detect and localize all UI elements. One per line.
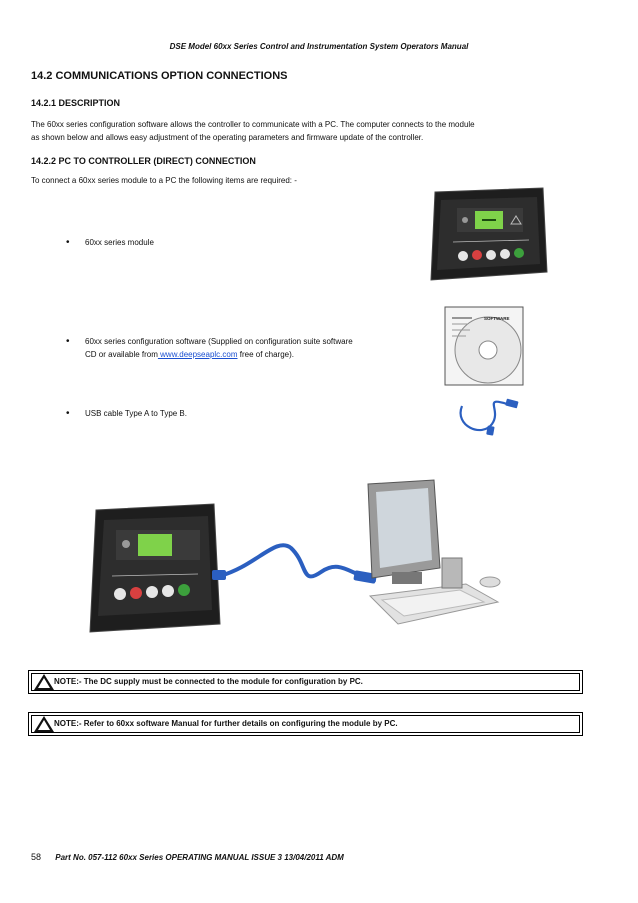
- description-heading: 14.2.1 DESCRIPTION: [31, 98, 121, 108]
- direct-connection-intro: To connect a 60xx series module to a PC …: [31, 176, 297, 185]
- large-module-image: [89, 503, 221, 633]
- item-usb-cable: USB cable Type A to Type B.: [85, 409, 187, 418]
- description-line-1: The 60xx series configuration software a…: [31, 120, 475, 129]
- deepseaplc-link[interactable]: www.deepseaplc.com: [157, 350, 238, 359]
- item-software: 60xx series configuration software (Supp…: [85, 335, 353, 361]
- description-line-2: as shown below and allows easy adjustmen…: [31, 133, 424, 142]
- page-header: DSE Model 60xx Series Control and Instru…: [169, 42, 469, 51]
- usb-cable-line: [219, 543, 377, 582]
- software-cd-image: SOFTWARE: [444, 306, 524, 386]
- item-software-line-1: 60xx series configuration software (Supp…: [85, 337, 353, 346]
- warning-icon: [34, 716, 54, 732]
- pc-image: [367, 479, 501, 625]
- item-software-line-2-pre: CD or available from: [85, 350, 158, 359]
- note-text: NOTE:- The DC supply must be connected t…: [54, 677, 363, 686]
- item-software-line-2: CD or available from www.deepseaplc.com …: [85, 348, 353, 361]
- note-text: NOTE:- Refer to 60xx software Manual for…: [54, 719, 398, 728]
- section-title: 14.2 COMMUNICATIONS OPTION CONNECTIONS: [31, 70, 288, 82]
- warning-icon: [34, 674, 54, 690]
- item-module: 60xx series module: [85, 238, 154, 247]
- page-footer: 58 Part No. 057-112 60xx Series OPERATIN…: [31, 852, 344, 862]
- note-box-software-manual: NOTE:- Refer to 60xx software Manual for…: [28, 712, 583, 736]
- note-box-dc-supply: NOTE:- The DC supply must be connected t…: [28, 670, 583, 694]
- bullet-icon: •: [66, 408, 70, 419]
- pc-connection-diagram: [89, 479, 501, 633]
- cd-label-title: SOFTWARE: [484, 316, 510, 321]
- controller-module-image: [430, 187, 548, 281]
- footer-text: Part No. 057-112 60xx Series OPERATING M…: [55, 853, 344, 862]
- bullet-icon: •: [66, 237, 70, 248]
- page-number: 58: [31, 852, 42, 862]
- description-paragraph: The 60xx series configuration software a…: [31, 118, 475, 144]
- usb-cable-image: [459, 398, 519, 436]
- item-software-line-2-post: free of charge).: [237, 350, 294, 359]
- direct-connection-heading: 14.2.2 PC TO CONTROLLER (DIRECT) CONNECT…: [31, 156, 256, 166]
- bullet-icon: •: [66, 336, 70, 347]
